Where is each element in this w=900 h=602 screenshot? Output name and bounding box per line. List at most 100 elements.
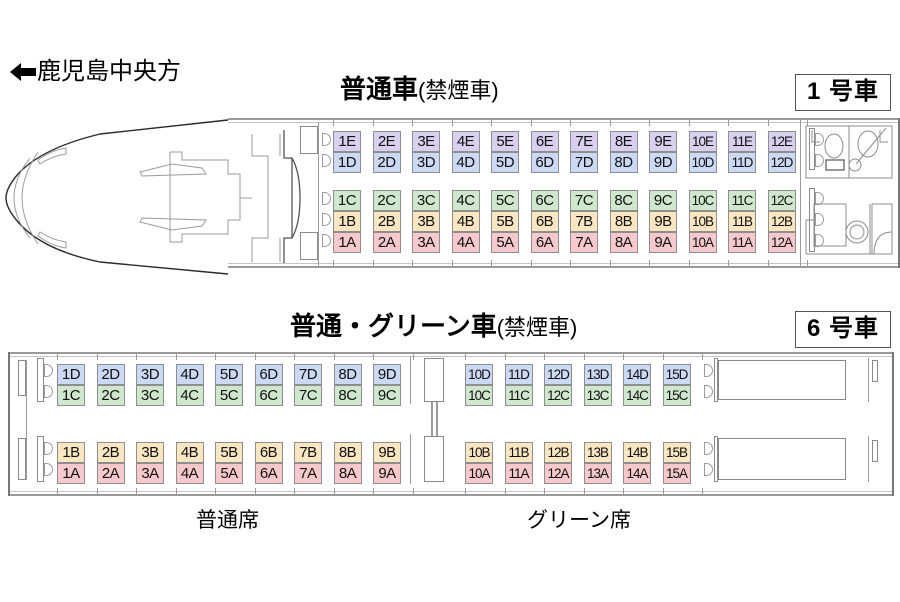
seat-12C[interactable]: 12C (544, 385, 572, 406)
seat-10C[interactable]: 10C (688, 190, 717, 211)
seat-9A[interactable]: 9A (373, 463, 401, 484)
seat-2B[interactable]: 2B (96, 442, 125, 463)
seat-4C[interactable]: 4C (451, 190, 480, 211)
seat-5D[interactable]: 5D (491, 152, 519, 173)
seat-10E[interactable]: 10E (688, 131, 717, 152)
seat-9B[interactable]: 9B (649, 211, 677, 232)
seat-3C[interactable]: 3C (136, 385, 164, 406)
seat-6A[interactable]: 6A (254, 463, 283, 484)
seat-6B[interactable]: 6B (254, 442, 283, 463)
seat-10B[interactable]: 10B (688, 211, 717, 232)
seat-8A[interactable]: 8A (609, 232, 638, 253)
seat-3A[interactable]: 3A (136, 463, 164, 484)
seat-9D[interactable]: 9D (373, 364, 401, 385)
seat-6C[interactable]: 6C (254, 385, 283, 406)
seat-9D[interactable]: 9D (649, 152, 677, 173)
seat-7C[interactable]: 7C (294, 385, 322, 406)
seat-3B[interactable]: 3B (136, 442, 164, 463)
seat-15D[interactable]: 15D (662, 364, 691, 385)
seat-10D[interactable]: 10D (688, 152, 717, 173)
seat-4A[interactable]: 4A (451, 232, 480, 253)
seat-2C[interactable]: 2C (372, 190, 401, 211)
seat-4D[interactable]: 4D (175, 364, 204, 385)
seat-5B[interactable]: 5B (491, 211, 519, 232)
seat-11D[interactable]: 11D (504, 364, 533, 385)
seat-1D[interactable]: 1D (333, 152, 361, 173)
seat-14A[interactable]: 14A (623, 463, 651, 484)
seat-13A[interactable]: 13A (583, 463, 612, 484)
seat-6A[interactable]: 6A (530, 232, 559, 253)
seat-12C[interactable]: 12C (767, 190, 796, 211)
seat-11C[interactable]: 11C (728, 190, 756, 211)
seat-8D[interactable]: 8D (609, 152, 638, 173)
seat-9A[interactable]: 9A (649, 232, 677, 253)
seat-13D[interactable]: 13D (583, 364, 612, 385)
seat-14C[interactable]: 14C (623, 385, 651, 406)
seat-5E[interactable]: 5E (491, 131, 519, 152)
seat-2A[interactable]: 2A (96, 463, 125, 484)
seat-12B[interactable]: 12B (544, 442, 572, 463)
seat-8B[interactable]: 8B (333, 442, 362, 463)
seat-7C[interactable]: 7C (570, 190, 598, 211)
seat-10D[interactable]: 10D (465, 364, 493, 385)
seat-11B[interactable]: 11B (728, 211, 756, 232)
seat-4E[interactable]: 4E (451, 131, 480, 152)
seat-8E[interactable]: 8E (609, 131, 638, 152)
seat-1C[interactable]: 1C (57, 385, 85, 406)
seat-11A[interactable]: 11A (728, 232, 756, 253)
seat-12A[interactable]: 12A (544, 463, 572, 484)
seat-4B[interactable]: 4B (175, 442, 204, 463)
seat-15C[interactable]: 15C (662, 385, 691, 406)
seat-4A[interactable]: 4A (175, 463, 204, 484)
seat-7E[interactable]: 7E (570, 131, 598, 152)
seat-7D[interactable]: 7D (294, 364, 322, 385)
seat-14B[interactable]: 14B (623, 442, 651, 463)
seat-10C[interactable]: 10C (465, 385, 493, 406)
seat-15B[interactable]: 15B (662, 442, 691, 463)
seat-2D[interactable]: 2D (372, 152, 401, 173)
seat-1A[interactable]: 1A (333, 232, 361, 253)
seat-13B[interactable]: 13B (583, 442, 612, 463)
seat-4B[interactable]: 4B (451, 211, 480, 232)
seat-12A[interactable]: 12A (767, 232, 796, 253)
seat-11E[interactable]: 11E (728, 131, 756, 152)
seat-9B[interactable]: 9B (373, 442, 401, 463)
seat-5A[interactable]: 5A (215, 463, 243, 484)
seat-8B[interactable]: 8B (609, 211, 638, 232)
seat-3B[interactable]: 3B (412, 211, 440, 232)
seat-11A[interactable]: 11A (504, 463, 533, 484)
seat-7A[interactable]: 7A (570, 232, 598, 253)
seat-14D[interactable]: 14D (623, 364, 651, 385)
seat-7B[interactable]: 7B (294, 442, 322, 463)
seat-6D[interactable]: 6D (254, 364, 283, 385)
seat-9C[interactable]: 9C (373, 385, 401, 406)
seat-2B[interactable]: 2B (372, 211, 401, 232)
seat-3C[interactable]: 3C (412, 190, 440, 211)
seat-6D[interactable]: 6D (530, 152, 559, 173)
seat-6B[interactable]: 6B (530, 211, 559, 232)
seat-9C[interactable]: 9C (649, 190, 677, 211)
seat-7A[interactable]: 7A (294, 463, 322, 484)
seat-4D[interactable]: 4D (451, 152, 480, 173)
seat-5D[interactable]: 5D (215, 364, 243, 385)
seat-11B[interactable]: 11B (504, 442, 533, 463)
seat-10A[interactable]: 10A (688, 232, 717, 253)
seat-1B[interactable]: 1B (57, 442, 85, 463)
seat-2C[interactable]: 2C (96, 385, 125, 406)
seat-7D[interactable]: 7D (570, 152, 598, 173)
seat-8A[interactable]: 8A (333, 463, 362, 484)
seat-13C[interactable]: 13C (583, 385, 612, 406)
seat-3D[interactable]: 3D (412, 152, 440, 173)
seat-12D[interactable]: 12D (767, 152, 796, 173)
seat-6E[interactable]: 6E (530, 131, 559, 152)
seat-10B[interactable]: 10B (465, 442, 493, 463)
seat-3E[interactable]: 3E (412, 131, 440, 152)
seat-8D[interactable]: 8D (333, 364, 362, 385)
seat-9E[interactable]: 9E (649, 131, 677, 152)
seat-10A[interactable]: 10A (465, 463, 493, 484)
seat-15A[interactable]: 15A (662, 463, 691, 484)
seat-5B[interactable]: 5B (215, 442, 243, 463)
seat-12D[interactable]: 12D (544, 364, 572, 385)
seat-2A[interactable]: 2A (372, 232, 401, 253)
seat-5A[interactable]: 5A (491, 232, 519, 253)
